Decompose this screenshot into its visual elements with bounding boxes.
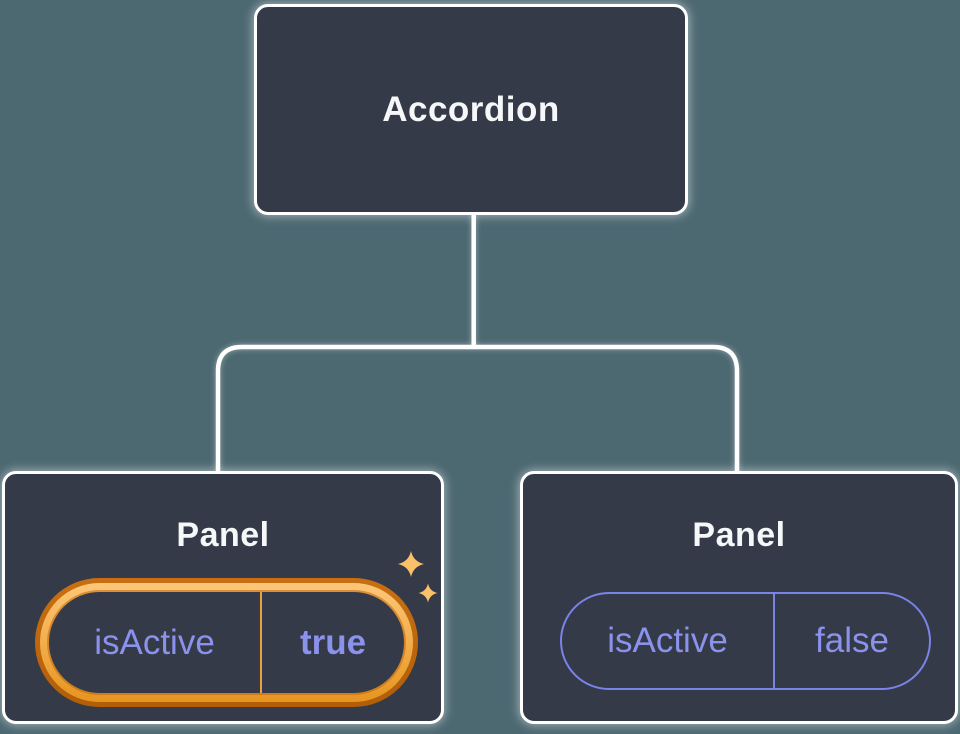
state-prop-name: isActive (607, 621, 728, 660)
pill-divider (773, 594, 775, 688)
root-node-label: Accordion (382, 89, 560, 129)
state-pill-highlight-ring: isActive true (35, 578, 418, 707)
state-prop-value: false (815, 621, 889, 660)
root-node-accordion: Accordion (254, 4, 688, 215)
state-pill-highlight-band: isActive true (40, 583, 413, 702)
state-prop-name: isActive (94, 622, 215, 662)
state-prop-value: true (299, 622, 367, 662)
pill-divider (260, 592, 262, 693)
sparkles-icon (398, 551, 438, 603)
panel-node-active: Panel isActive true (2, 471, 444, 724)
panel-label: Panel (176, 516, 270, 554)
panel-label: Panel (692, 516, 786, 554)
state-pill-active: isActive true (49, 592, 404, 693)
panel-node-inactive: Panel isActive false (520, 471, 958, 724)
state-pill-inactive: isActive false (560, 592, 931, 690)
